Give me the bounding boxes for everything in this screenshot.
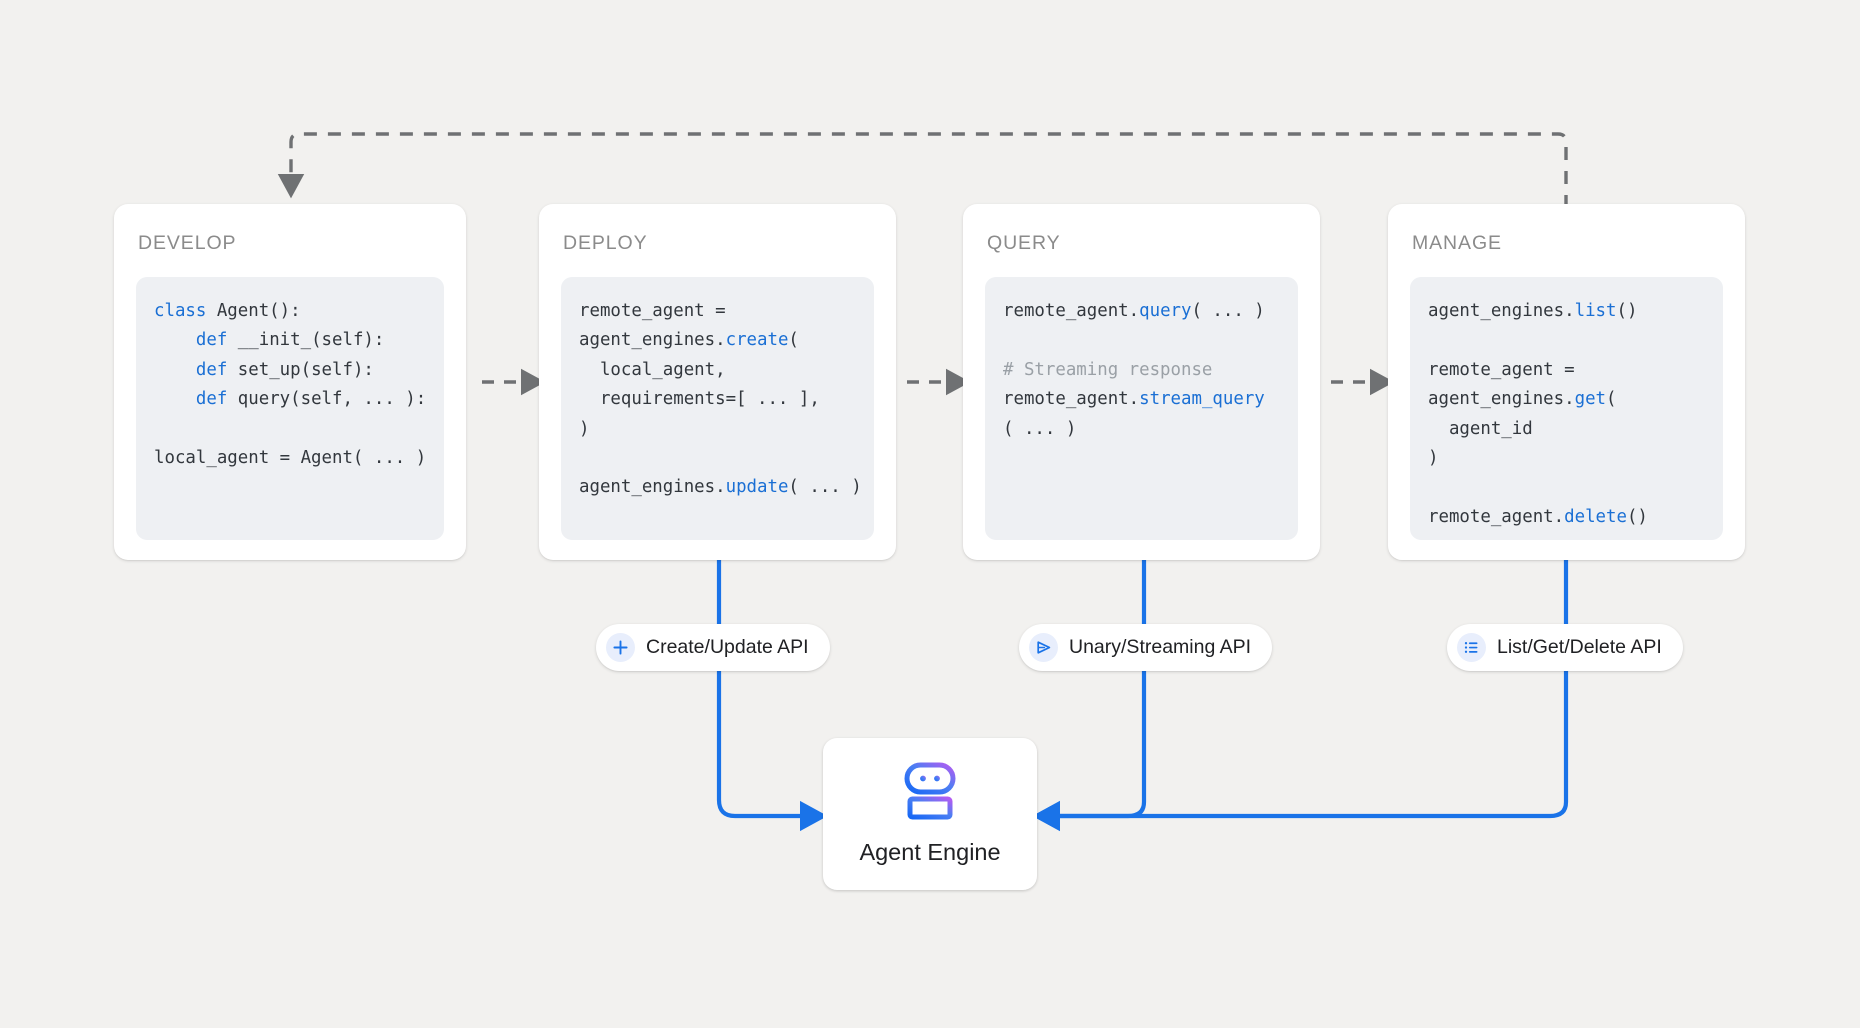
api-pill-label: Create/Update API	[646, 636, 809, 658]
code-block-manage: agent_engines.list() remote_agent = agen…	[1410, 277, 1723, 540]
list-icon	[1457, 633, 1486, 662]
stage-title-develop: DEVELOP	[138, 232, 237, 254]
feedback-loop-path	[277, 132, 1568, 208]
stage-title-query: QUERY	[987, 232, 1061, 254]
wire-query-to-agent-engine	[1032, 557, 1147, 832]
stage-title-deploy: DEPLOY	[563, 232, 648, 254]
api-pill-unary-streaming[interactable]: Unary/Streaming API	[1019, 624, 1273, 671]
stage-card-manage: MANAGE agent_engines.list() remote_agent…	[1388, 204, 1745, 560]
wire-deploy-to-agent-engine	[716, 557, 828, 832]
stage-card-develop: DEVELOP class Agent(): def __init_(self)…	[114, 204, 466, 560]
code-block-deploy: remote_agent = agent_engines.create( loc…	[561, 277, 874, 540]
code-block-query: remote_agent.query( ... ) # Streaming re…	[985, 277, 1298, 540]
robot-icon	[898, 762, 962, 825]
plus-icon	[606, 633, 635, 662]
api-pill-list-get-delete[interactable]: List/Get/Delete API	[1447, 624, 1683, 671]
stage-card-deploy: DEPLOY remote_agent = agent_engines.crea…	[539, 204, 896, 560]
stage-card-query: QUERY remote_agent.query( ... ) # Stream…	[963, 204, 1320, 560]
agent-engine-node[interactable]: Agent Engine	[823, 738, 1037, 890]
api-pill-create-update[interactable]: Create/Update API	[596, 624, 830, 671]
stage-title-manage: MANAGE	[1412, 232, 1502, 254]
api-pill-label: Unary/Streaming API	[1069, 636, 1252, 658]
api-pill-label: List/Get/Delete API	[1497, 636, 1662, 658]
wire-manage-to-agent-engine	[1032, 557, 1569, 832]
agent-engine-label: Agent Engine	[859, 839, 1001, 865]
send-triangle-icon	[1029, 633, 1058, 662]
code-block-develop: class Agent(): def __init_(self): def se…	[136, 277, 444, 540]
